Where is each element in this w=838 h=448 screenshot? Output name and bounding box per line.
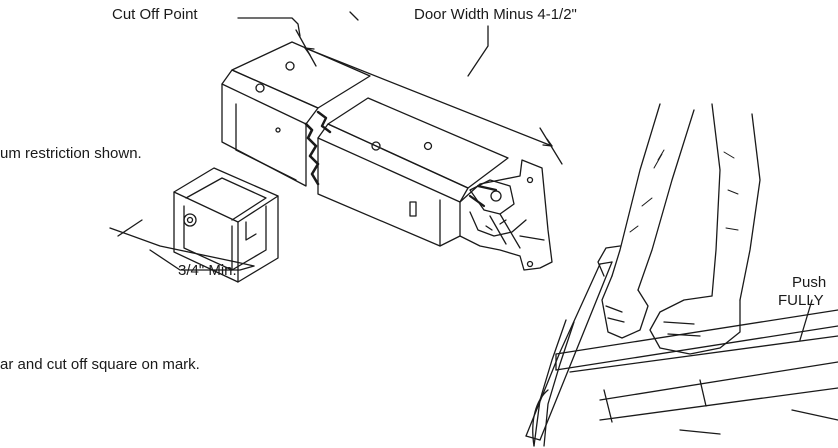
hands-and-hacksaw: [525, 103, 838, 447]
door-width-dimension: [295, 11, 563, 165]
label-fully: FULLY: [778, 292, 824, 309]
label-cut-off-point: Cut Off Point: [112, 6, 198, 23]
cut-off-point-leader: [237, 17, 301, 37]
tube-section: [109, 167, 279, 283]
exit-device-rail: [221, 41, 553, 271]
label-door-width: Door Width Minus 4-1/2": [414, 6, 577, 23]
label-cut-instruction: ar and cut off square on mark.: [0, 356, 200, 373]
label-restriction-note: um restriction shown.: [0, 145, 142, 162]
label-push: Push: [792, 274, 827, 291]
